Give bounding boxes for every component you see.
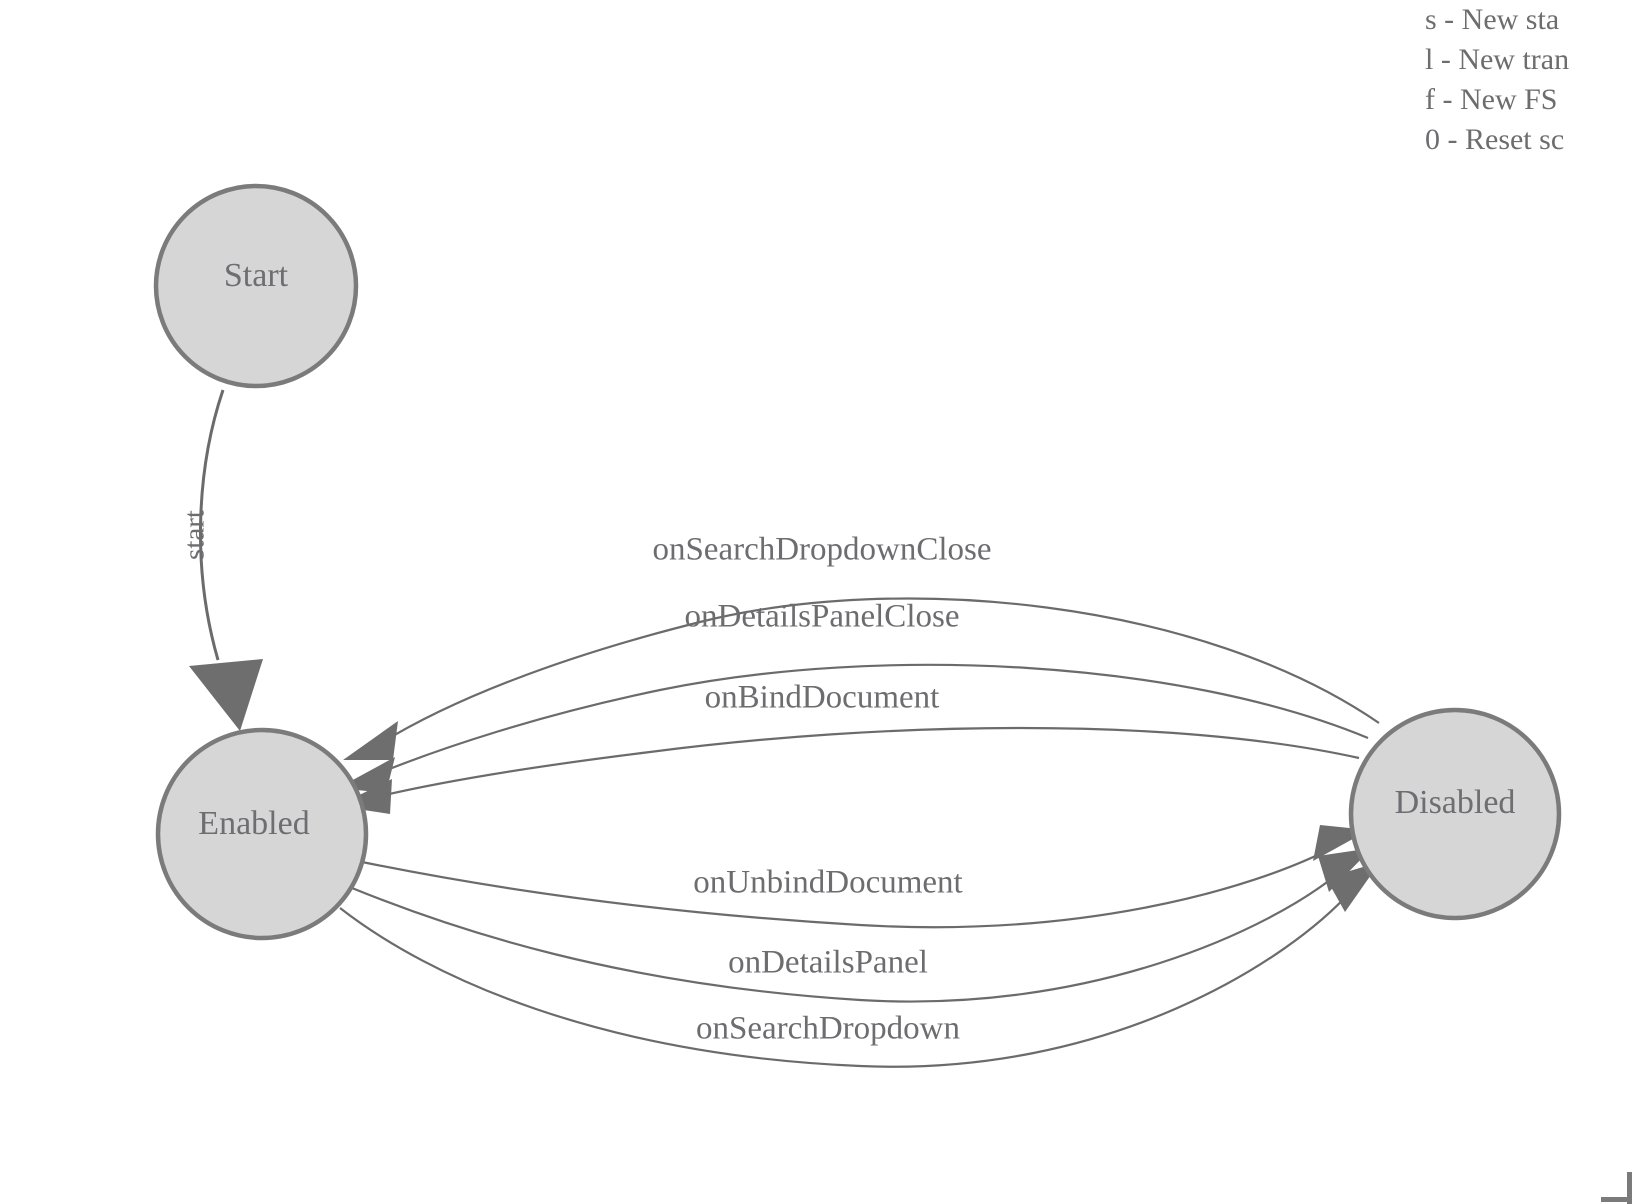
- keyboard-shortcuts-legend: s - New sta l - New tran f - New FS 0 - …: [1425, 0, 1632, 160]
- edge-line-start: [198, 389, 225, 661]
- edge-line-onDetailsPanel: [351, 871, 1341, 1003]
- edge-line-onBindDocument: [371, 726, 1360, 800]
- state-circle-enabled[interactable]: [155, 727, 369, 941]
- edge-label-onDetailsPanelClose: onDetailsPanelClose: [685, 599, 960, 635]
- shortcut-new-fsm: f - New FS: [1425, 83, 1558, 116]
- transition-onBindDocument[interactable]: [337, 726, 1360, 814]
- edge-label-onUnbindDocument: onUnbindDocument: [693, 865, 962, 901]
- edge-line-onSearchDropdown: [339, 889, 1353, 1068]
- arrow-head-onSearchDropdown: [1326, 862, 1380, 912]
- edge-label-onBindDocument: onBindDocument: [705, 680, 940, 716]
- state-label-start: Start: [224, 257, 289, 294]
- arrow-head-start: [189, 659, 263, 731]
- shortcut-reset: 0 - Reset sc: [1425, 123, 1565, 156]
- edge-line-onUnbindDocument: [361, 847, 1333, 929]
- edge-label-onDetailsPanel: onDetailsPanel: [728, 945, 928, 981]
- shortcut-new-transition: l - New tran: [1425, 43, 1570, 76]
- transition-start[interactable]: [189, 389, 263, 731]
- state-label-disabled: Disabled: [1395, 784, 1516, 821]
- resize-corner-vertical[interactable]: [1627, 1172, 1632, 1204]
- edge-label-onSearchDropdownClose: onSearchDropdownClose: [652, 532, 991, 568]
- state-node-enabled[interactable]: Enabled: [155, 727, 369, 941]
- transition-onSearchDropdownClose[interactable]: [343, 597, 1380, 760]
- state-label-enabled: Enabled: [198, 805, 309, 842]
- edge-label-start: start: [179, 510, 211, 560]
- state-node-start[interactable]: Start: [153, 183, 359, 389]
- transition-onSearchDropdown[interactable]: [339, 862, 1380, 1068]
- state-node-disabled[interactable]: Disabled: [1348, 707, 1562, 921]
- edge-line-onDetailsPanelClose: [371, 663, 1369, 778]
- arrow-head-onSearchDropdownClose: [343, 721, 398, 760]
- edge-label-onSearchDropdown: onSearchDropdown: [696, 1011, 960, 1047]
- resize-corner-horizontal[interactable]: [1601, 1197, 1632, 1202]
- state-circle-start[interactable]: [153, 183, 359, 389]
- state-circle-disabled[interactable]: [1348, 707, 1562, 921]
- shortcut-new-state: s - New sta: [1425, 3, 1560, 36]
- edge-line-onSearchDropdownClose: [377, 597, 1380, 746]
